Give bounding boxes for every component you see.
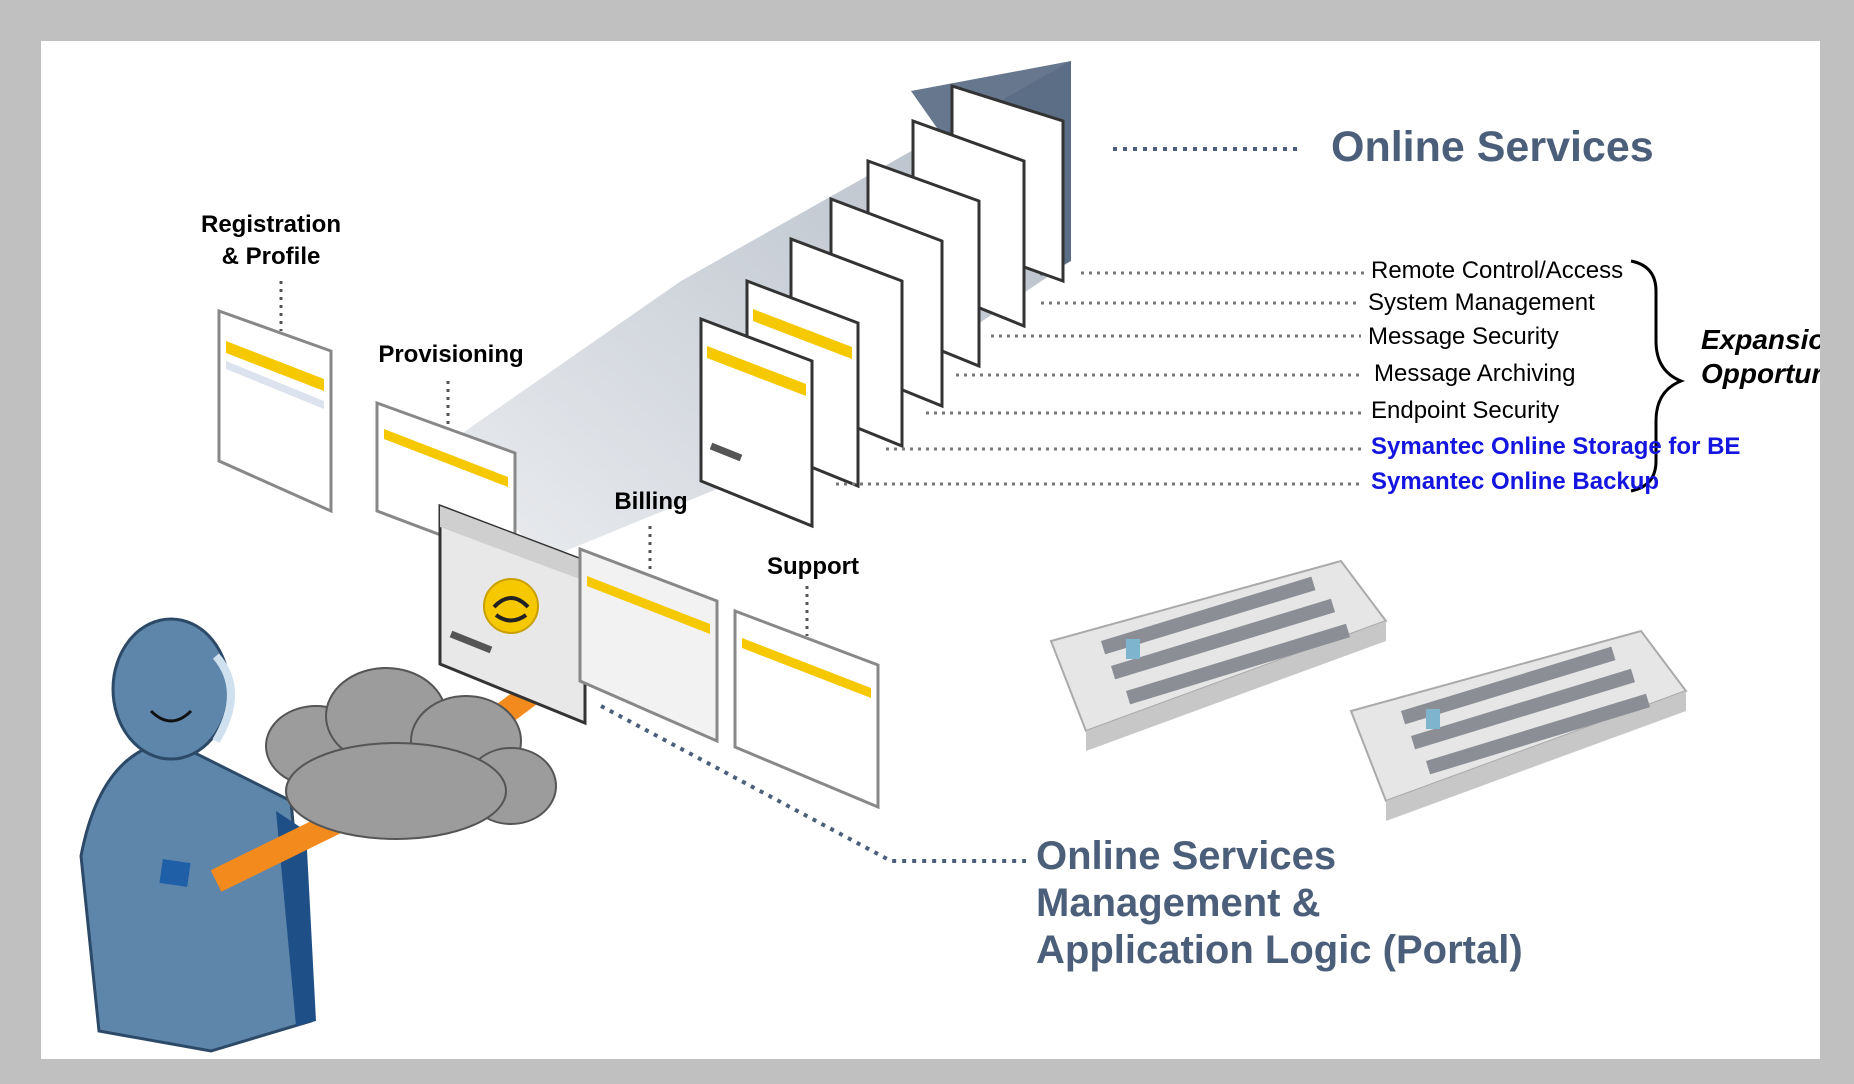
user-icon xyxy=(79,617,316,1053)
slide: Registration & Profile Provisioning Bill… xyxy=(41,41,1820,1059)
cloud-icon xyxy=(265,667,557,840)
service-link: Symantec Online Storage for BE xyxy=(1371,433,1741,460)
service-label: Message Security xyxy=(1368,323,1559,350)
service-label: Endpoint Security xyxy=(1371,397,1560,424)
datacenter-icon xyxy=(1049,559,1388,751)
architecture-diagram xyxy=(79,61,1688,1053)
registration-profile-window xyxy=(217,308,333,514)
stage-label-support: Support xyxy=(767,553,859,580)
billing-window xyxy=(578,546,719,744)
portal-title: Online Services Management & Application… xyxy=(1036,834,1523,972)
expansion-label: Expansion Opportunity xyxy=(1701,324,1820,389)
support-window xyxy=(733,608,880,810)
service-label: Message Archiving xyxy=(1374,360,1576,387)
online-services-title: Online Services xyxy=(1331,123,1654,171)
service-label: System Management xyxy=(1368,289,1595,316)
stage-label-billing: Billing xyxy=(614,488,688,515)
service-link: Symantec Online Backup xyxy=(1371,468,1660,495)
online-service-window xyxy=(699,316,814,529)
datacenter-icon xyxy=(1349,629,1688,821)
stage-label-provisioning: Provisioning xyxy=(378,341,524,368)
stage-label-registration: Registration & Profile xyxy=(200,211,341,270)
symantec-logo-icon xyxy=(483,578,539,634)
expansion-brace xyxy=(1630,259,1686,493)
service-label: Remote Control/Access xyxy=(1371,257,1624,284)
